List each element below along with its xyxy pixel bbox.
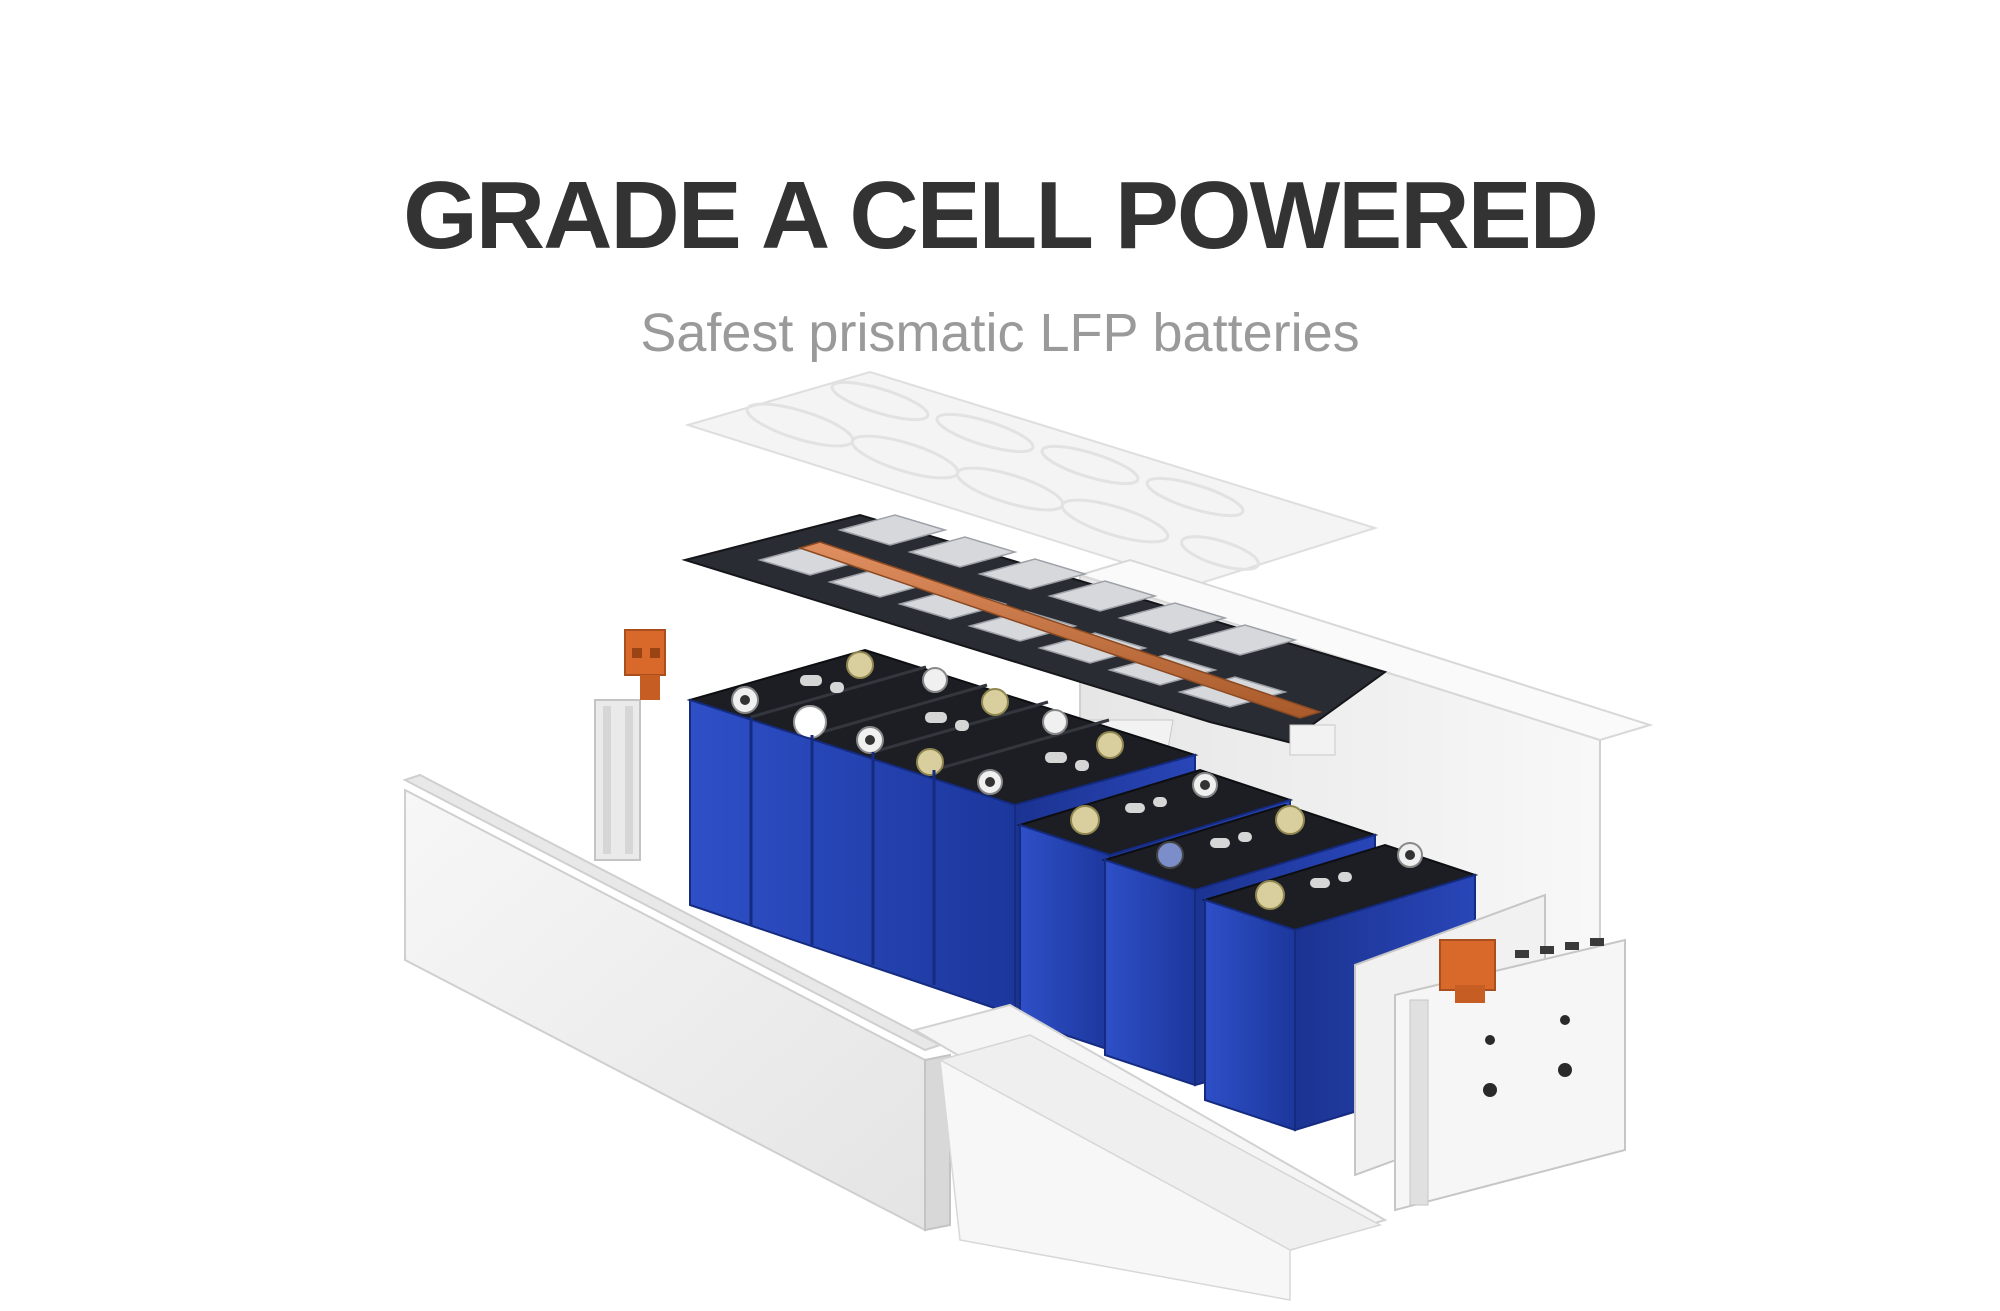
headline: GRADE A CELL POWERED — [403, 162, 1599, 269]
insulation-sheet-icon — [684, 370, 1379, 587]
front-housing-panel-icon — [402, 773, 951, 1232]
right-end-plate-icon — [1354, 893, 1626, 1212]
bottom-plate-icon — [912, 1003, 1388, 1301]
busbar-frame-icon — [681, 513, 1388, 756]
subheadline: Safest prismatic LFP batteries — [640, 303, 1360, 363]
left-connector-icon — [594, 629, 666, 861]
